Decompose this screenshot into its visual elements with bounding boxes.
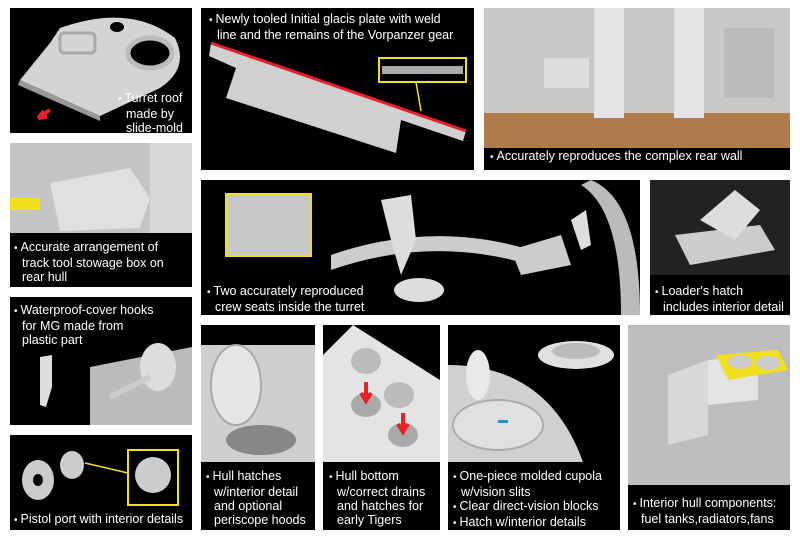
caption-line: slide-mold bbox=[126, 121, 183, 133]
caption-line: w/vision slits bbox=[461, 485, 531, 499]
cupola-caption: One-piece molded cupola w/vision slits C… bbox=[453, 469, 602, 530]
caption-line: line and the remains of the Vorpanzer ge… bbox=[217, 28, 454, 42]
caption-line: Accurate arrangement of bbox=[14, 240, 164, 256]
caption-line: Two accurately reproduced bbox=[207, 284, 364, 300]
caption-line: Newly tooled Initial glacis plate with w… bbox=[209, 12, 453, 28]
hull-hatches-render bbox=[201, 325, 315, 462]
mg-hooks-caption: Waterproof-cover hooks for MG made from … bbox=[14, 303, 154, 347]
panel-pistol-port: Pistol port with interior details bbox=[10, 435, 192, 530]
panel-glacis-plate: Newly tooled Initial glacis plate with w… bbox=[201, 8, 474, 170]
glacis-caption: Newly tooled Initial glacis plate with w… bbox=[209, 12, 454, 42]
caption-line: early Tigers bbox=[337, 513, 402, 527]
caption-line: track tool stowage box on bbox=[22, 256, 164, 270]
caption-line: Clear direct-vision blocks bbox=[453, 499, 602, 515]
rear-wall-caption: Accurately reproduces the complex rear w… bbox=[490, 149, 743, 165]
caption-line: made by bbox=[126, 107, 174, 121]
caption-line: Turret roof bbox=[118, 91, 183, 107]
caption-line: rear hull bbox=[22, 270, 68, 284]
hull-bottom-caption: Hull bottom w/correct drains and hatches… bbox=[329, 469, 426, 527]
panel-crew-seats: Two accurately reproduced crew seats ins… bbox=[201, 180, 640, 315]
hull-hatches-caption: Hull hatches w/interior detail and optio… bbox=[206, 469, 306, 527]
caption-line: w/correct drains bbox=[337, 485, 426, 499]
stowage-box-render bbox=[10, 143, 192, 233]
panel-rear-wall: Accurately reproduces the complex rear w… bbox=[484, 8, 790, 170]
caption-line: fuel tanks,radiators,fans bbox=[641, 512, 774, 526]
caption-line: Interior hull components: bbox=[633, 496, 777, 512]
caption-line: w/interior detail bbox=[214, 485, 299, 499]
pistol-port-caption: Pistol port with interior details bbox=[14, 512, 184, 528]
caption-line: Hull hatches bbox=[206, 469, 306, 485]
stowage-box-caption: Accurate arrangement of track tool stowa… bbox=[14, 240, 164, 284]
panel-hull-bottom: Hull bottom w/correct drains and hatches… bbox=[323, 325, 440, 530]
caption-line: One-piece molded cupola bbox=[453, 469, 602, 485]
mg-hooks-render bbox=[40, 343, 192, 425]
cupola-render bbox=[448, 341, 614, 462]
caption-line: Loader's hatch bbox=[655, 284, 784, 300]
turret-roof-render bbox=[18, 17, 180, 121]
interior-hull-render bbox=[628, 325, 790, 485]
caption-line: Hull bottom bbox=[329, 469, 425, 485]
panel-hull-hatches: Hull hatches w/interior detail and optio… bbox=[201, 325, 315, 530]
loaders-hatch-caption: Loader's hatch includes interior detail bbox=[655, 284, 784, 314]
panel-mg-hooks: Waterproof-cover hooks for MG made from … bbox=[10, 297, 192, 425]
caption-line: crew seats inside the turret bbox=[215, 300, 365, 314]
crew-seats-caption: Two accurately reproduced crew seats ins… bbox=[207, 284, 365, 314]
panel-turret-roof: Turret roof made by slide-mold bbox=[10, 8, 192, 133]
glacis-render bbox=[209, 41, 467, 153]
caption-line: for MG made from bbox=[22, 319, 124, 333]
hull-bottom-render bbox=[323, 325, 440, 462]
caption-line: includes interior detail bbox=[663, 300, 784, 314]
crew-seats-render bbox=[225, 180, 640, 315]
interior-hull-caption: Interior hull components: fuel tanks,rad… bbox=[633, 496, 777, 526]
panel-loaders-hatch: Loader's hatch includes interior detail bbox=[650, 180, 790, 315]
caption-line: Waterproof-cover hooks bbox=[14, 303, 154, 319]
loaders-hatch-render bbox=[650, 180, 790, 275]
panel-stowage-box: Accurate arrangement of track tool stowa… bbox=[10, 143, 192, 287]
caption-line: Pistol port with interior details bbox=[14, 512, 184, 528]
caption-line: Accurately reproduces the complex rear w… bbox=[490, 149, 743, 165]
panel-cupola: One-piece molded cupola w/vision slits C… bbox=[448, 325, 620, 530]
rear-wall-render bbox=[484, 8, 790, 148]
caption-line: and hatches for bbox=[337, 499, 424, 513]
pistol-port-render bbox=[22, 449, 179, 506]
caption-line: plastic part bbox=[22, 333, 83, 347]
caption-line: periscope hoods bbox=[214, 513, 306, 527]
caption-line: and optional bbox=[214, 499, 283, 513]
caption-line: Hatch w/interior details bbox=[453, 515, 602, 530]
turret-roof-caption: Turret roof made by slide-mold bbox=[118, 91, 183, 133]
panel-interior-hull: Interior hull components: fuel tanks,rad… bbox=[628, 325, 790, 530]
